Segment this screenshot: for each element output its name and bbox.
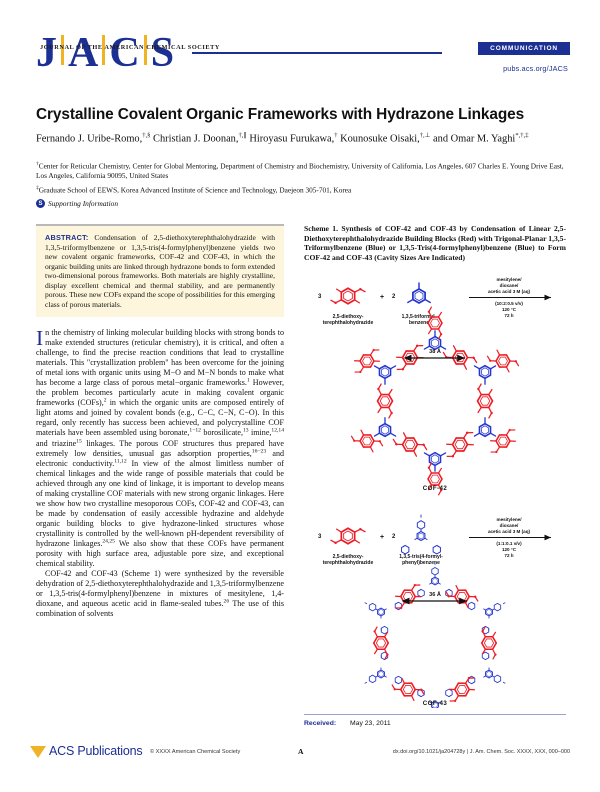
affiliation-item: ‡Graduate School of EEWS, Korea Advanced…: [36, 185, 352, 195]
body-paragraph-1-text: n the chemistry of linking molecular bui…: [36, 328, 285, 569]
abstract-text: ABSTRACT: Condensation of 2,5-diethoxyte…: [45, 233, 275, 309]
svg-text:terephthalohydrazide: terephthalohydrazide: [323, 560, 374, 566]
affiliation-list: †Center for Reticular Chemistry, Center …: [36, 160, 564, 199]
abstract-label: ABSTRACT:: [45, 233, 89, 242]
svg-text:acetic acid 3 M (aq): acetic acid 3 M (aq): [488, 529, 531, 534]
svg-text:acetic acid 3 M (aq): acetic acid 3 M (aq): [488, 289, 531, 294]
received-label: Received:: [304, 720, 337, 727]
svg-text:2,5-diethoxy-: 2,5-diethoxy-: [333, 554, 364, 560]
scheme-graphic-svg: 3 + 2 2,5-diethoxy- terephthalohydrazide…: [318, 277, 551, 725]
acs-publications-label: ACS Publications: [49, 744, 143, 758]
svg-text:dioxane/: dioxane/: [500, 283, 519, 288]
body-paragraph-2: COF-42 and COF-43 (Scheme 1) were synthe…: [36, 569, 284, 619]
logo-divider-icon: [102, 35, 106, 65]
article-type-badge: COMMUNICATION: [478, 42, 570, 55]
masthead-rule: [192, 52, 442, 54]
reaction-1-arrow: mesitylene/ dioxane/ acetic acid 3 M (aq…: [469, 277, 551, 318]
supporting-information-label: Supporting Information: [48, 199, 119, 208]
logo-letter-c: C: [109, 30, 140, 76]
svg-text:1,3,5-triformyl-: 1,3,5-triformyl-: [402, 314, 437, 320]
reaction-1-labels: 2,5-diethoxy- terephthalohydrazide 1,3,5…: [323, 314, 437, 326]
abstract-box: ABSTRACT: Condensation of 2,5-diethoxyte…: [36, 224, 284, 317]
reagent-a-stoich-1: 3: [318, 294, 322, 300]
supporting-information-icon: S: [36, 199, 45, 208]
copyright-notice: © XXXX American Chemical Society: [150, 749, 241, 755]
journal-url[interactable]: pubs.acs.org/JACS: [503, 64, 568, 73]
acs-publications-logo: ACS Publications: [30, 744, 143, 758]
doi-citation: dx.doi.org/10.1021/ja204728y | J. Am. Ch…: [392, 749, 570, 755]
logo-letter-j: J: [36, 30, 57, 76]
acs-diamond-icon: [30, 746, 46, 758]
logo-letter-s: S: [150, 30, 175, 76]
received-date: May 23, 2011: [350, 720, 391, 727]
right-column: Scheme 1. Synthesis of COF-42 and COF-43…: [304, 224, 566, 725]
plus-sign-1: +: [380, 294, 384, 301]
svg-text:72 h: 72 h: [504, 553, 513, 558]
abstract-body: Condensation of 2,5-diethoxyterephthaloh…: [45, 233, 275, 309]
svg-text:mesitylene/: mesitylene/: [496, 277, 522, 282]
masthead: J A C S JOURNAL OF THE AMERICAN CHEMICAL…: [0, 0, 600, 92]
left-column: ABSTRACT: Condensation of 2,5-diethoxyte…: [36, 224, 284, 619]
svg-text:120 °C: 120 °C: [502, 307, 517, 312]
affiliation-item: †Center for Reticular Chemistry, Center …: [36, 161, 564, 180]
cof-42-cavity-dimension: 38 Å: [403, 348, 465, 362]
page-footer: ACS Publications © XXXX American Chemica…: [0, 744, 600, 764]
cof-42-network: [348, 306, 522, 496]
scheme-figure: 3 + 2 2,5-diethoxy- terephthalohydrazide…: [304, 268, 566, 725]
logo-divider-icon: [143, 35, 147, 65]
product-label-2: COF-43: [423, 700, 448, 707]
product-label-1: COF-42: [423, 485, 448, 492]
supporting-information-link[interactable]: S Supporting Information: [36, 199, 118, 208]
plus-sign-2: +: [380, 534, 384, 541]
reagent-a-stoich-2: 3: [318, 534, 322, 540]
svg-text:benzene: benzene: [409, 320, 429, 326]
received-block: Received: May 23, 2011: [304, 714, 566, 727]
jacs-logo: J A C S: [36, 30, 175, 76]
svg-text:1,3,5-tris(4-formyl-: 1,3,5-tris(4-formyl-: [399, 554, 443, 560]
page-number: A: [298, 747, 304, 756]
cof-43-network: [354, 561, 516, 725]
cavity-size-2: 36 Å: [429, 591, 441, 598]
scheme-caption: Scheme 1. Synthesis of COF-42 and COF-43…: [304, 224, 566, 262]
svg-text:phenyl)benzene: phenyl)benzene: [402, 560, 440, 566]
svg-text:72 h: 72 h: [504, 313, 513, 318]
logo-letter-a: A: [68, 30, 99, 76]
reagent-b-stoich-2: 2: [392, 534, 396, 540]
drop-cap: I: [36, 326, 44, 350]
svg-text:mesitylene/: mesitylene/: [496, 517, 522, 522]
svg-text:120 °C: 120 °C: [502, 547, 517, 552]
svg-text:(1:1:0.1 v/v): (1:1:0.1 v/v): [496, 541, 522, 546]
logo-divider-icon: [61, 35, 64, 65]
page-title: Crystalline Covalent Organic Frameworks …: [36, 106, 525, 123]
reagent-b-stoich-1: 2: [392, 294, 396, 300]
svg-text:terephthalohydrazide: terephthalohydrazide: [323, 320, 374, 326]
cof-43-cavity-dimension: 36 Å: [401, 591, 467, 605]
svg-text:(10:2:0.5 v/v): (10:2:0.5 v/v): [495, 301, 523, 306]
author-list: Fernando J. Uribe-Romo,†,§ Christian J. …: [36, 132, 529, 145]
svg-text:dioxane/: dioxane/: [500, 523, 519, 528]
reaction-2-reagents: 3 + 2 2,5-diethoxy- terephthalohydrazide…: [318, 514, 551, 566]
reaction-1-reagents: 3 + 2: [318, 281, 432, 305]
cavity-size-1: 38 Å: [429, 348, 441, 355]
journal-subtitle: JOURNAL OF THE AMERICAN CHEMICAL SOCIETY: [40, 44, 220, 51]
svg-text:2,5-diethoxy-: 2,5-diethoxy-: [333, 314, 364, 320]
jacs-logo-letters: J A C S: [36, 30, 175, 76]
